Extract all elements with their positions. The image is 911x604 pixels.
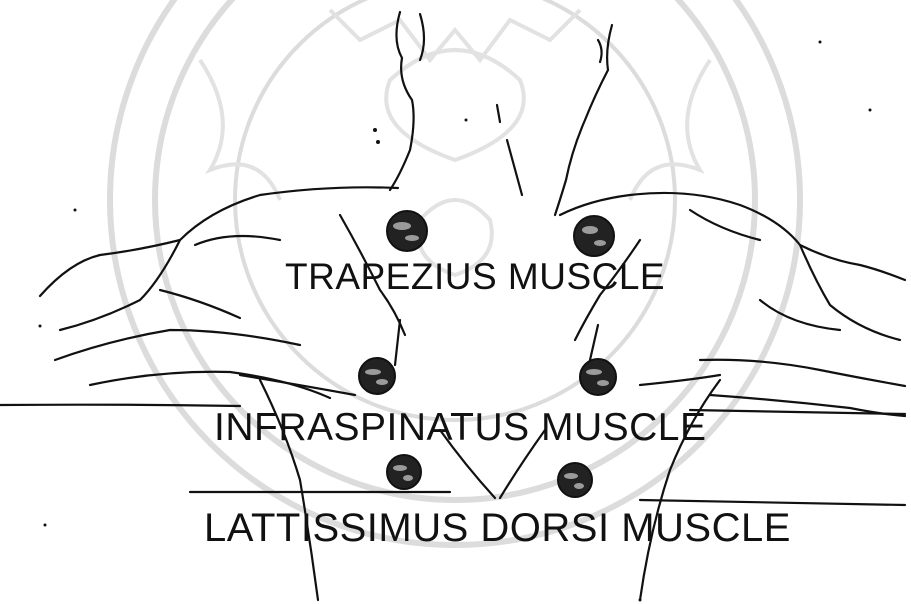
left-infra-line — [395, 320, 400, 365]
infra-rule-left — [0, 405, 240, 406]
neck-right-inner — [598, 40, 602, 62]
neck-left-inner — [420, 14, 424, 60]
left-arm-upper — [60, 240, 180, 330]
lattissimus-dorsi-muscle-label: LATTISSIMUS DORSI MUSCLE — [204, 508, 791, 548]
right-arm-lower — [700, 360, 905, 386]
lattissimus-point-right — [558, 463, 592, 497]
right-midline — [640, 375, 720, 385]
trapezius-point-left — [387, 211, 427, 251]
left-arm-mid — [160, 290, 240, 318]
neck-left-outline — [390, 12, 414, 190]
left-shoulder-blade — [195, 236, 280, 245]
lat-rule-right — [640, 500, 905, 505]
infraspinatus-muscle-label: INFRASPINATUS MUSCLE — [214, 408, 707, 447]
trapezius-muscle-label: TRAPEZIUS MUSCLE — [285, 258, 665, 295]
trapezius-point-right — [574, 216, 614, 256]
spine-top-mark-1 — [497, 105, 500, 122]
right-arm-mid — [760, 300, 840, 330]
spine-top-mark-2 — [507, 140, 522, 195]
infraspinatus-point-right — [580, 359, 616, 395]
right-infra-line — [590, 325, 598, 360]
lattissimus-point-left — [387, 455, 421, 489]
left-arm-lower — [55, 330, 300, 360]
neck-right-outline — [555, 25, 612, 215]
infraspinatus-point-left — [359, 358, 395, 394]
right-shoulder-blade — [690, 210, 760, 240]
left-midline — [240, 375, 355, 395]
